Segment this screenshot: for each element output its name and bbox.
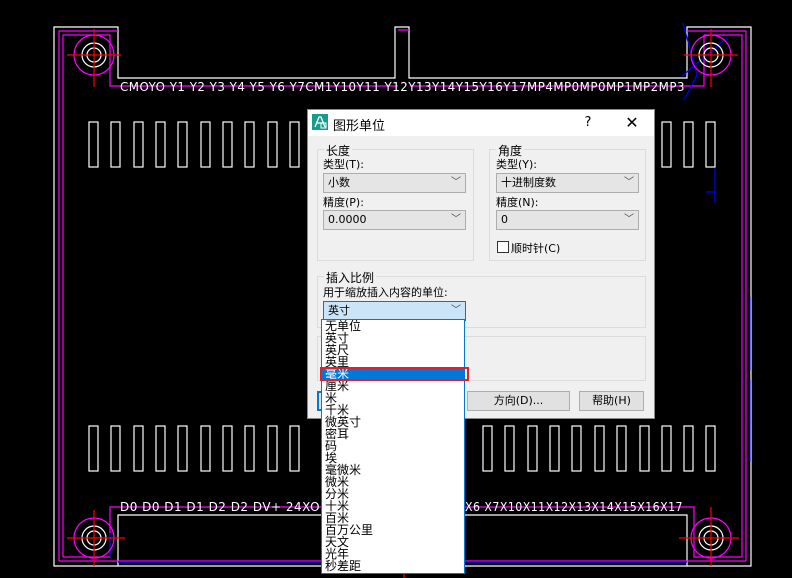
length-precision-value: 0.0000 [328,213,367,226]
bottom-terminal-slots [88,425,716,472]
length-type-value: 小数 [328,176,350,189]
angle-group: 角度 [489,142,646,261]
chevron-down-icon: ﹀ [624,214,634,225]
length-type-select[interactable]: 小数 ﹀ [323,173,466,193]
dropdown-option[interactable]: 密耳 [325,427,350,441]
angle-precision-value: 0 [501,213,508,226]
length-precision-label: 精度(P): [323,196,364,209]
angle-type-label: 类型(Y): [496,158,538,171]
dropdown-option[interactable]: 百米 [325,511,350,525]
help-question-button[interactable]: ? [584,115,592,130]
dropdown-option[interactable]: 英寸 [325,331,350,345]
dropdown-option[interactable]: 千米 [325,403,350,417]
length-type-label: 类型(T): [323,158,365,171]
dropdown-option-highlighted[interactable]: 毫米 [322,368,464,380]
top-pin-labels: CMOYO Y1 Y2 Y3 Y4 Y5 Y6 Y7CM1Y10Y11 Y12Y… [120,80,685,94]
chevron-down-icon: ﹀ [451,305,461,316]
drawing-units-dialog: 图形单位 ? ✕ 长度 类型(T): 小数 ﹀ 精度(P): 0.0000 ﹀ … [307,109,655,419]
mounting-hole-bottom-right [679,507,739,566]
highlight-annotation-box [320,367,469,381]
angle-type-value: 十进制度数 [501,176,556,189]
insert-units-dropdown-list[interactable]: 无单位 英寸 英尺 英里 毫米 厘米 米 千米 微英寸 密耳 码 埃 毫微米 微… [321,319,465,574]
dropdown-option[interactable]: 十米 [325,499,350,513]
dropdown-option[interactable]: 秒差距 [325,559,362,573]
dropdown-option[interactable]: 米 [325,391,338,405]
chevron-down-icon: ﹀ [451,177,461,188]
length-precision-select[interactable]: 0.0000 ﹀ [323,210,466,230]
angle-legend: 角度 [496,142,525,159]
dropdown-option[interactable]: 无单位 [325,319,362,333]
mounting-hole-top-left [67,29,121,87]
chevron-down-icon: ﹀ [451,214,461,225]
insert-units-select[interactable]: 英寸 ﹀ [323,301,466,321]
mounting-hole-bottom-left [67,510,125,566]
dropdown-option[interactable]: 分米 [325,487,350,501]
dropdown-option[interactable]: 天文 [325,535,350,549]
dropdown-option[interactable]: 码 [325,439,338,453]
clockwise-checkbox[interactable] [497,241,509,253]
clockwise-label[interactable]: 顺时针(C) [511,242,561,255]
insert-units-label: 用于缩放插入内容的单位: [323,286,448,299]
dropdown-option[interactable]: 毫微米 [325,463,362,477]
dropdown-option[interactable]: 微英寸 [325,415,362,429]
insert-scale-legend: 插入比例 [324,269,377,286]
top-terminal-slots [88,121,716,168]
dropdown-option[interactable]: 光年 [325,547,350,561]
dropdown-option[interactable]: 埃 [325,451,338,465]
dropdown-option[interactable]: 百万公里 [325,523,374,537]
mounting-hole-top-right [684,29,738,87]
close-button[interactable]: ✕ [625,113,639,132]
insert-scale-group: 插入比例 [317,269,646,328]
dropdown-option[interactable]: 英里 [325,355,350,369]
dropdown-option[interactable]: 微米 [325,475,350,489]
angle-precision-select[interactable]: 0 ﹀ [496,210,639,230]
dialog-titlebar[interactable]: 图形单位 ? ✕ [308,110,654,136]
dropdown-option[interactable]: 厘米 [325,379,350,393]
length-legend: 长度 [324,142,353,159]
bottom-pin-labels-right: X6 X7X10X11X12X13X14X15X16X17 [465,500,683,514]
sample-output-group [317,336,646,381]
dialog-title: 图形单位 [333,119,386,134]
autocad-app-icon [312,114,328,130]
angle-type-select[interactable]: 十进制度数 ﹀ [496,173,639,193]
angle-precision-label: 精度(N): [496,196,539,209]
length-group: 长度 [317,142,474,261]
chevron-down-icon: ﹀ [624,177,634,188]
insert-units-value: 英寸 [328,304,350,317]
help-button[interactable]: 帮助(H) [579,391,644,411]
bottom-pin-labels: D0 D0 D1 D1 D2 D2 DV+ 24XO [120,500,320,514]
dropdown-option[interactable]: 英尺 [325,343,350,357]
direction-button[interactable]: 方向(D)... [467,391,570,411]
